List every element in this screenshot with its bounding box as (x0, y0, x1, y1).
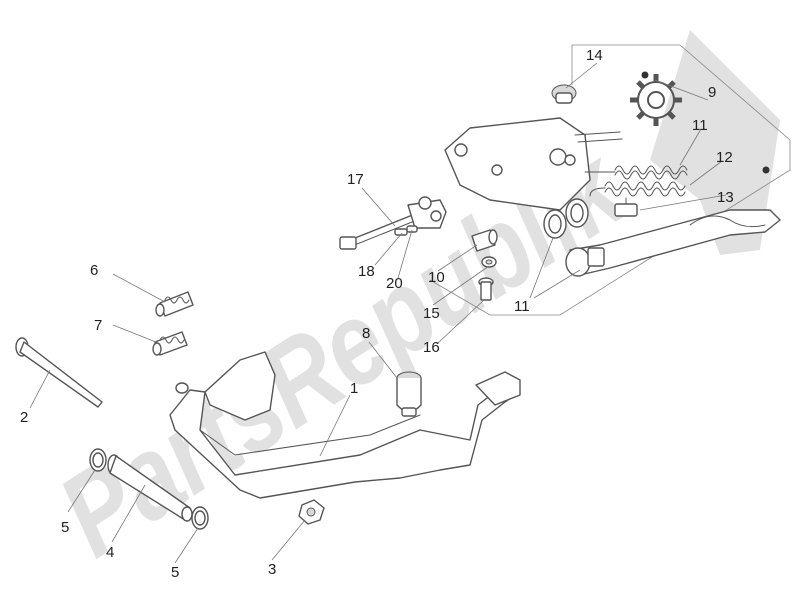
callout-17: 16 (423, 339, 440, 356)
callout-16: 15 (423, 305, 440, 322)
part-11-side-stand (565, 209, 781, 277)
part-5a-circlip (89, 448, 107, 472)
part-3-nut (298, 499, 325, 525)
callout-5a: 5 (61, 519, 69, 536)
callout-14: 13 (717, 189, 734, 206)
part-18-stand-switch (339, 196, 447, 250)
part-2-long-bolt (15, 337, 103, 408)
callout-7: 7 (94, 317, 102, 334)
kit-dot-14 (762, 166, 770, 174)
callout-13: 12 (716, 149, 733, 166)
callout-5b: 5 (171, 564, 179, 581)
gear-icon (630, 74, 682, 126)
mounting-bracket (444, 117, 623, 211)
callout-19: 18 (358, 263, 375, 280)
callout-9: 9 (708, 84, 716, 101)
callout-10: 10 (428, 269, 445, 286)
part-20-screw (406, 225, 418, 233)
callout-18: 17 (347, 171, 364, 188)
part-4-pivot-pin (107, 454, 193, 522)
part-10-pin (471, 229, 498, 252)
watermark-gear-logo (650, 30, 780, 255)
callout-15: 14 (586, 47, 603, 64)
part-8-rubber-stop (396, 371, 422, 417)
side-stand-bushings (543, 198, 589, 239)
callout-11: 11 (514, 298, 530, 315)
side-stand-group-frame (429, 44, 791, 316)
part-6-spring (155, 291, 194, 317)
part-14-switch (614, 197, 638, 217)
callouts: 14 9 11 12 13 17 18 20 10 15 16 11 6 7 2… (20, 47, 734, 581)
part-16-washer (481, 256, 497, 268)
kit-dot-9 (641, 71, 649, 79)
part-17-bolt (478, 277, 494, 301)
callout-2: 2 (20, 409, 28, 426)
part-1-center-stand (169, 351, 521, 499)
callout-1: 1 (350, 380, 358, 397)
callout-12: 11 (692, 117, 708, 134)
part-7-spring (152, 331, 188, 356)
callout-4: 4 (106, 544, 114, 561)
part-15-rubber-cap (551, 84, 577, 104)
callout-8: 8 (362, 325, 370, 342)
leader-lines (29, 62, 727, 564)
callout-3: 3 (268, 561, 276, 578)
part-12-spring (584, 165, 688, 180)
callout-6: 6 (90, 262, 98, 279)
callout-20: 20 (386, 275, 403, 292)
part-5b-circlip (191, 506, 209, 530)
part-13-spring (589, 181, 686, 197)
